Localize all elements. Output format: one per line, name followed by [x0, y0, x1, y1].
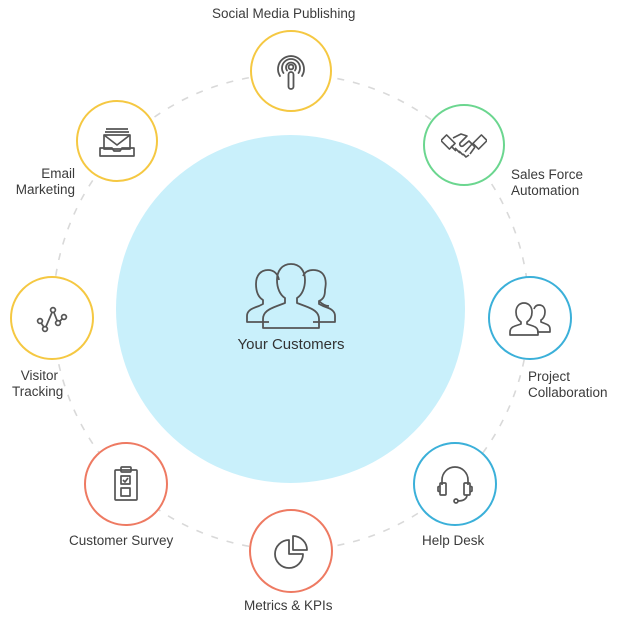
node-social-media-publishing[interactable]	[250, 30, 332, 112]
hub-label: Your Customers	[237, 336, 345, 353]
node-project-collaboration[interactable]	[488, 276, 572, 360]
pie-chart-icon	[274, 535, 308, 569]
label-metrics-kpis: Metrics & KPIs	[244, 598, 333, 613]
label-email-marketing: Email Marketing	[15, 166, 75, 197]
users-icon	[509, 302, 551, 336]
label-social-media-publishing: Social Media Publishing	[212, 6, 356, 21]
label-visitor-tracking: Visitor Tracking	[12, 368, 64, 399]
node-metrics-kpis[interactable]	[249, 509, 333, 593]
clipboard-checklist-icon	[114, 466, 138, 501]
node-sales-force-automation[interactable]	[423, 104, 505, 186]
label-customer-survey: Customer Survey	[69, 533, 174, 548]
node-visitor-tracking[interactable]	[10, 276, 94, 360]
label-sales-force-automation: Sales Force Automation	[511, 167, 584, 198]
broadcast-icon	[277, 55, 305, 90]
node-help-desk[interactable]	[413, 442, 497, 526]
inbox-tray-icon	[99, 128, 135, 157]
node-customer-survey[interactable]	[84, 442, 168, 526]
customers-group-icon	[246, 263, 336, 329]
node-email-marketing[interactable]	[76, 100, 158, 182]
handshake-icon	[441, 133, 487, 158]
headset-icon	[437, 466, 473, 504]
line-graph-icon	[36, 306, 68, 333]
customers-hub	[116, 135, 465, 483]
label-help-desk: Help Desk	[422, 533, 485, 548]
label-project-collaboration: Project Collaboration	[528, 369, 608, 400]
